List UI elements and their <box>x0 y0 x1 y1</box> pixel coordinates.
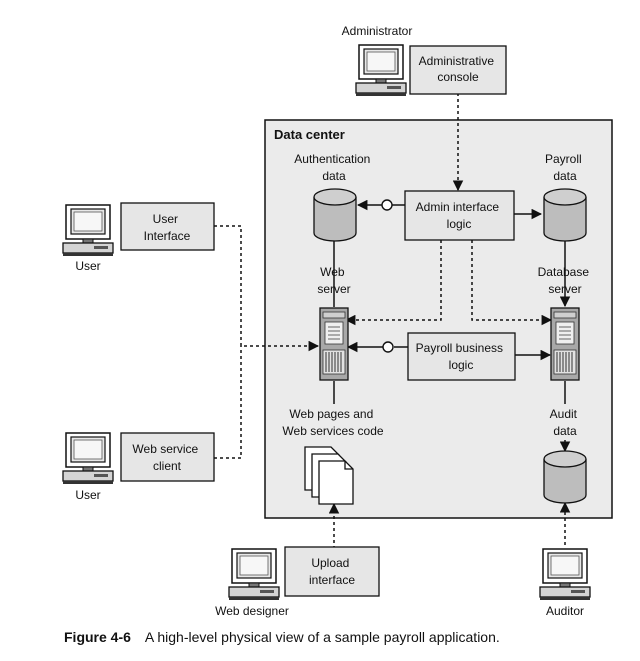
database-server-line-1: Database <box>538 265 590 279</box>
data-center-title: Data center <box>274 127 345 142</box>
audit-data-line-2: data <box>553 424 577 438</box>
figure-caption-text: A high-level physical view of a sample p… <box>144 629 500 645</box>
web-server-icon <box>319 307 349 381</box>
user-interface-label: User Interface <box>144 212 191 243</box>
database-server-icon <box>550 307 580 381</box>
web-server-line-1: Web <box>320 265 345 279</box>
interface-connector-admin <box>381 199 393 211</box>
user-top-label: User <box>75 259 100 273</box>
web-designer-computer-icon <box>228 548 280 601</box>
admin-interface-logic-line-1: Admin interface <box>416 200 500 214</box>
database-server-line-2: server <box>548 282 581 296</box>
web-service-client-line-1: Web service <box>132 442 198 456</box>
connections <box>214 93 571 573</box>
web-pages-documents-icon <box>304 446 354 505</box>
authentication-data-line-2: data <box>322 169 346 183</box>
admin-interface-logic-line-2: logic <box>447 217 472 231</box>
web-service-client-box <box>120 432 215 482</box>
authentication-data-label: Authentication data <box>294 152 373 183</box>
upload-interface-box <box>284 546 380 597</box>
payroll-business-logic-label: Payroll business logic <box>416 341 507 372</box>
database-server-label: Database server <box>538 265 593 296</box>
user-bottom-label: User <box>75 488 100 502</box>
administrator-label: Administrator <box>342 24 413 38</box>
authentication-data-line-1: Authentication <box>294 152 370 166</box>
payroll-business-logic-box <box>407 332 516 381</box>
figure-caption-label: Figure 4-6 <box>64 629 131 645</box>
audit-data-label: Audit data <box>550 407 581 438</box>
web-service-client-line-2: client <box>153 459 182 473</box>
web-service-client-label: Web service client <box>132 442 201 473</box>
payroll-data-label: Payroll data <box>545 152 585 183</box>
admin-console-box <box>409 45 507 95</box>
user-interface-line-2: Interface <box>144 229 191 243</box>
user-bottom-computer-icon <box>62 432 114 485</box>
payroll-data-cylinder-icon <box>543 188 587 242</box>
auditor-label: Auditor <box>546 604 584 618</box>
auditor-computer-icon <box>539 548 591 601</box>
payroll-business-logic-line-2: logic <box>449 358 474 372</box>
web-designer-label: Web designer <box>215 604 289 618</box>
upload-interface-line-1: Upload <box>311 556 349 570</box>
payroll-data-line-2: data <box>553 169 577 183</box>
admin-console-line-2: console <box>437 70 479 84</box>
payroll-data-line-1: Payroll <box>545 152 582 166</box>
admin-console-label: Administrative console <box>419 54 498 84</box>
web-pages-label: Web pages and Web services code <box>282 407 383 438</box>
administrator-computer-icon <box>355 44 407 97</box>
user-interface-line-1: User <box>153 212 178 226</box>
audit-data-line-1: Audit <box>550 407 578 421</box>
payroll-business-logic-line-1: Payroll business <box>416 341 503 355</box>
web-pages-line-1: Web pages and <box>289 407 373 421</box>
upload-interface-label: Upload interface <box>309 556 355 587</box>
admin-interface-logic-label: Admin interface logic <box>416 200 503 231</box>
interface-connector-payroll <box>382 341 394 353</box>
authentication-data-cylinder-icon <box>313 188 357 242</box>
admin-console-line-1: Administrative <box>419 54 495 68</box>
web-server-line-2: server <box>317 282 350 296</box>
web-pages-line-2: Web services code <box>282 424 383 438</box>
web-server-label: Web server <box>317 265 350 296</box>
upload-interface-line-2: interface <box>309 573 355 587</box>
admin-interface-logic-box <box>404 190 515 241</box>
figure-caption: Figure 4-6 A high-level physical view of … <box>64 629 624 645</box>
audit-data-cylinder-icon <box>543 450 587 504</box>
user-top-computer-icon <box>62 204 114 257</box>
user-interface-box <box>120 202 215 251</box>
